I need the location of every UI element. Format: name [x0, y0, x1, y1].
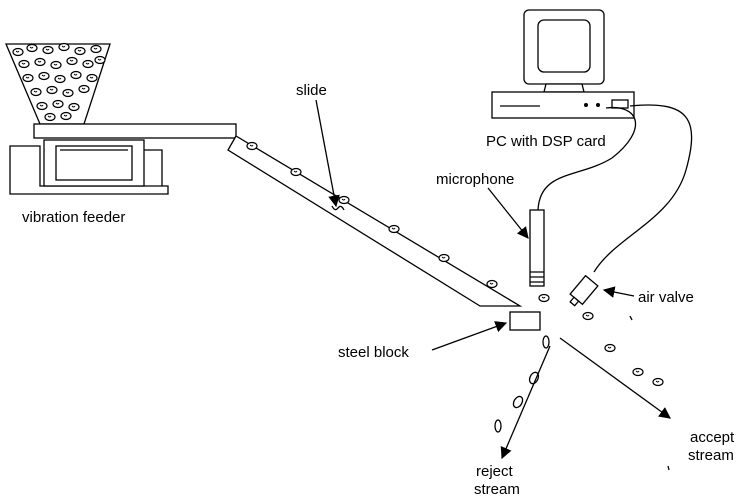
accept-label-line2: stream [688, 447, 734, 464]
slide-brace [331, 205, 345, 211]
feed-hopper [5, 42, 111, 125]
reject-stream-arrow [500, 345, 551, 460]
slide-label: slide [296, 82, 327, 99]
pc-monitor [523, 9, 605, 93]
air-valve-tick [629, 315, 633, 321]
microphone: microphone [436, 171, 545, 287]
pc-case [491, 91, 635, 119]
slide: slide [227, 82, 523, 307]
steel-block-label: steel block [338, 344, 409, 361]
air-valve: air valve [569, 274, 694, 321]
reject-label-line2: stream [474, 481, 520, 498]
microphone-pointer-arrow [487, 187, 529, 239]
air-valve-label: air valve [638, 289, 694, 306]
pc-label: PC with DSP card [486, 133, 606, 150]
accept-stream: accept stream [559, 311, 735, 471]
steel-block-pointer-arrow [431, 321, 508, 351]
pc-computer: PC with DSP card [486, 9, 635, 150]
steel-block: steel block [338, 311, 541, 361]
vibration-feeder-label: vibration feeder [22, 209, 125, 226]
accept-stream-arrow [559, 337, 671, 419]
accept-label-line1: accept [690, 429, 735, 446]
falling-nut [538, 293, 550, 303]
slide-nuts [246, 141, 498, 289]
reject-label-line1: reject [476, 463, 514, 480]
feeder-tray [33, 123, 237, 139]
vibration-feeder: vibration feeder [5, 42, 237, 226]
air-valve-cable [593, 104, 693, 273]
microphone-cable [537, 106, 637, 211]
reject-stream: reject stream [474, 335, 551, 498]
microphone-label: microphone [436, 171, 514, 188]
feeder-base [9, 139, 169, 195]
accept-tick [667, 465, 670, 471]
air-valve-pointer-arrow [602, 286, 635, 298]
slide-pointer-arrow [315, 99, 340, 208]
